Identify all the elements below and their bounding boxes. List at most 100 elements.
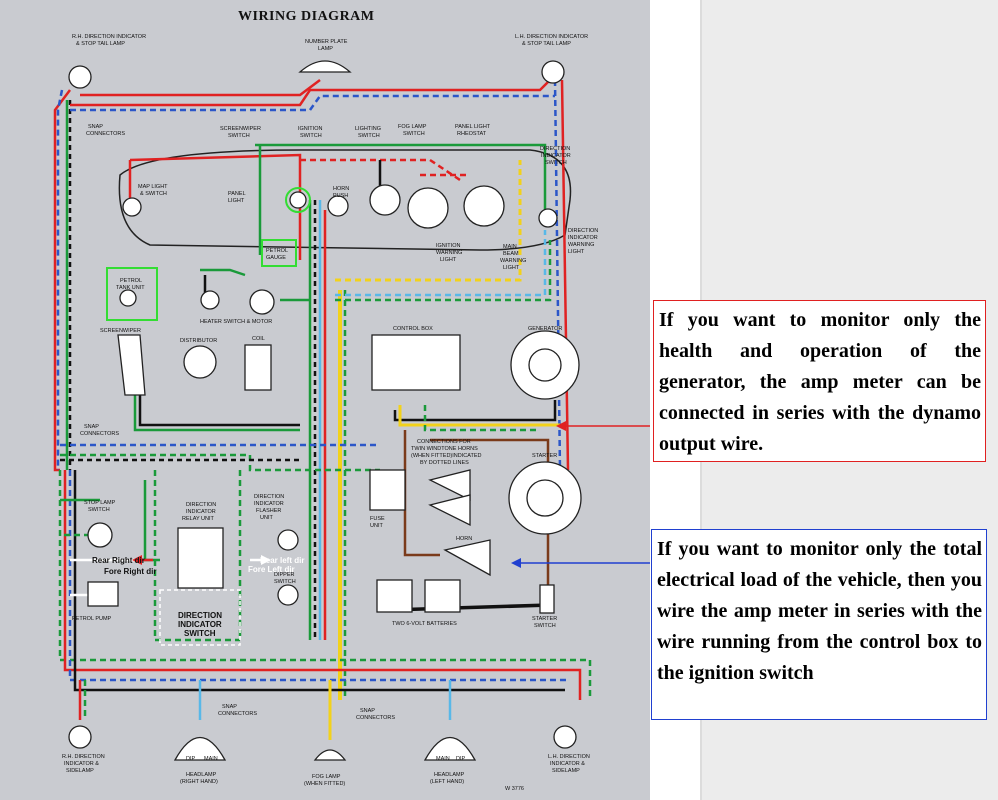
- label-snap-top-2: CONNECTORS: [86, 131, 125, 137]
- label-control-box: CONTROL BOX: [393, 326, 433, 332]
- label-ign-warning-3: LIGHT: [440, 257, 457, 263]
- label-dipper-1: DIPPER: [274, 572, 295, 578]
- label-rear-left-dir: Rear left dir: [260, 556, 304, 565]
- label-main-beam-3: WARNING: [500, 258, 526, 264]
- label-petrol-pump: PETROL PUMP: [72, 616, 112, 622]
- petrol-tank-highlight: [106, 267, 158, 321]
- label-map-light-1: MAP LIGHT: [138, 184, 168, 190]
- direction-labels: Rear Right dir Fore Right dir Rear left …: [92, 556, 304, 638]
- label-lighting-switch-1: LIGHTING: [355, 126, 381, 132]
- label-petrol-tank-1: PETROL: [120, 278, 142, 284]
- rh-sidelamp: [68, 725, 92, 749]
- label-snap-br-2: CONNECTORS: [356, 715, 395, 721]
- label-main-beam-4: LIGHT: [503, 265, 520, 271]
- dashboard-outline: [118, 149, 572, 251]
- label-lh-sidelamp-1: L.H. DIRECTION: [548, 754, 590, 760]
- dipper-switch: [277, 584, 299, 606]
- battery-1: [376, 579, 413, 613]
- label-ignition-switch-2: SWITCH: [300, 133, 322, 139]
- petrol-gauge-circle-highlight: [285, 187, 311, 213]
- horn: [443, 539, 491, 577]
- heater-switch: [200, 290, 220, 310]
- speedometer: [369, 184, 401, 216]
- label-rear-right-dir: Rear Right dir: [92, 556, 145, 565]
- label-dip-l: DIP: [456, 756, 466, 762]
- label-panel-rheostat-2: RHEOSTAT: [457, 131, 487, 137]
- horn-push: [327, 195, 349, 217]
- lh-stop-tail-lamp: [541, 60, 565, 84]
- petrol-gauge-highlight: [261, 239, 297, 267]
- petrol-tank-unit: [119, 289, 137, 307]
- label-lh-stop-tail-2: & STOP TAIL LAMP: [522, 41, 571, 47]
- label-dir-switch-box-2: INDICATOR: [178, 620, 222, 629]
- direction-switch-box: [159, 589, 241, 646]
- label-headlamp-l-2: (LEFT HAND): [430, 779, 464, 785]
- label-dip-r: DIP: [186, 756, 196, 762]
- label-petrol-gauge-2: GAUGE: [266, 255, 286, 261]
- headlamp-right: [173, 736, 227, 761]
- label-distributor: DISTRIBUTOR: [180, 338, 217, 344]
- rh-stop-tail-lamp: [68, 65, 92, 89]
- callout-total-load-note: If you want to monitor only the total el…: [651, 529, 987, 720]
- petrol-pump: [87, 581, 119, 607]
- label-dir-switch-2: INDICATOR: [541, 153, 571, 159]
- label-headlamp-r-1: HEADLAMP: [186, 772, 217, 778]
- label-generator: GENERATOR: [528, 326, 562, 332]
- stop-lamp-switch: [87, 522, 113, 548]
- wiring-diagram-svg: WIRING DIAGRAM: [53, 9, 650, 792]
- label-relay-3: RELAY UNIT: [182, 516, 215, 522]
- label-screenwiper: SCREENWIPER: [100, 328, 141, 334]
- diagram-title: WIRING DIAGRAM: [238, 9, 375, 24]
- label-number-plate-1: NUMBER PLATE: [305, 39, 348, 45]
- label-part-number: W 3776: [505, 786, 524, 792]
- battery-2: [424, 579, 461, 613]
- twin-horn-1: [428, 469, 471, 502]
- label-flasher-3: FLASHER: [256, 508, 281, 514]
- label-headlamp-l-1: HEADLAMP: [434, 772, 465, 778]
- label-fore-left-dir: Fore Left dir: [248, 565, 295, 574]
- flasher-unit: [277, 529, 299, 551]
- number-plate-lamp: [298, 60, 352, 73]
- label-headlamp-r-2: (RIGHT HAND): [180, 779, 218, 785]
- distributor: [183, 345, 217, 379]
- label-lighting-switch-2: SWITCH: [358, 133, 380, 139]
- label-snap-top-1: SNAP: [88, 124, 103, 130]
- label-snap-bl-2: CONNECTORS: [218, 711, 257, 717]
- label-main-beam-2: BEAM: [503, 251, 519, 257]
- screenwiper-motor: [117, 334, 146, 396]
- label-petrol-tank-2: TANK UNIT: [116, 285, 145, 291]
- label-dir-switch-3: SWITCH: [545, 160, 567, 166]
- label-dir-warning-4: LIGHT: [568, 249, 585, 255]
- label-main-r: MAIN: [204, 756, 218, 762]
- heater-motor: [249, 289, 275, 315]
- twin-horn-2: [428, 494, 471, 527]
- label-petrol-gauge-1: PETROL: [266, 248, 288, 254]
- control-box: [371, 334, 461, 391]
- label-main-l: MAIN: [436, 756, 450, 762]
- fog-lamp: [313, 749, 347, 761]
- fuse-unit: [369, 469, 406, 511]
- label-panel-light-2: LIGHT: [228, 198, 245, 204]
- label-fog-2: (WHEN FITTED): [304, 781, 345, 787]
- label-rh-sidelamp-3: SIDELAMP: [66, 768, 94, 774]
- label-lh-sidelamp-3: SIDELAMP: [552, 768, 580, 774]
- label-rh-stop-tail-1: R.H. DIRECTION INDICATOR: [72, 34, 146, 40]
- label-twin-horns-4: BY DOTTED LINES: [420, 460, 469, 466]
- starter-switch: [539, 584, 555, 614]
- label-panel-light-1: PANEL: [228, 191, 246, 197]
- label-snap-bl-1: SNAP: [222, 704, 237, 710]
- label-horn-push-1: HORN: [333, 186, 349, 192]
- label-ign-warning-1: IGNITION: [436, 243, 460, 249]
- label-lh-stop-tail-1: L.H. DIRECTION INDICATOR: [515, 34, 588, 40]
- wiring-diagram: WIRING DIAGRAM: [0, 0, 650, 800]
- petrol-gauge-dial: [289, 191, 307, 209]
- ignition-warning-gauge: [407, 187, 449, 229]
- label-relay-2: INDICATOR: [186, 509, 216, 515]
- label-panel-rheostat-1: PANEL LIGHT: [455, 124, 491, 130]
- label-flasher-1: DIRECTION: [254, 494, 284, 500]
- label-ign-warning-2: WARNING: [436, 250, 462, 256]
- label-dir-switch-box-1: DIRECTION: [178, 611, 222, 620]
- label-starter-switch-1: STARTER: [532, 616, 557, 622]
- label-twin-horns-2: TWIN WINDTONE HORNS: [411, 446, 478, 452]
- component-labels: R.H. DIRECTION INDICATOR & STOP TAIL LAM…: [62, 34, 598, 792]
